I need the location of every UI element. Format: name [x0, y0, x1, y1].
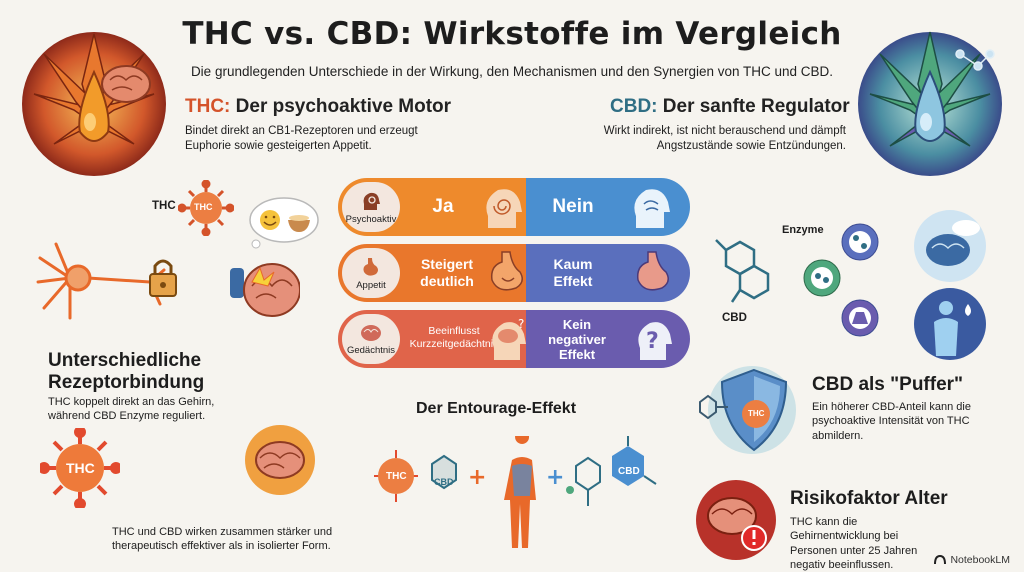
svg-text:+: +	[546, 465, 564, 490]
comparison-row-psychoaktiv: Psychoaktiv Ja Nein	[338, 178, 690, 236]
enzyme-label: Enzyme	[782, 224, 824, 236]
receptor-heading: Unterschiedliche Rezeptorbindung	[48, 350, 205, 393]
warning-brain-icon	[694, 478, 778, 562]
calm-head-icon	[628, 184, 672, 235]
thc-heading: THC: Der psychoaktive Motor	[185, 96, 451, 118]
question-mark-head-icon: ?	[634, 318, 678, 367]
entourage-thc-label: THC	[386, 471, 407, 482]
thc-virus-text: THC	[194, 202, 213, 212]
neutral-stomach-icon	[634, 250, 674, 301]
shield-thc-label: THC	[748, 409, 765, 418]
thc-virus-icon	[177, 179, 235, 237]
thc-cannabis-emblem	[14, 14, 174, 184]
thc-large-virus-icon	[38, 426, 122, 510]
row-label-gedaechtnis: Gedächtnis	[346, 344, 396, 356]
happy-stomach-icon	[488, 250, 528, 301]
notebooklm-badge: NotebookLM	[934, 554, 1010, 566]
puffer-heading: CBD als "Puffer"	[812, 374, 964, 395]
entourage-heading: Der Entourage-Effekt	[416, 400, 577, 417]
notebooklm-logo-icon	[934, 555, 947, 565]
cbd-heading-accent: CBD:	[610, 96, 658, 117]
receptor-text: THC koppelt direkt an das Gehirn, währen…	[48, 396, 215, 423]
thc-value-gedaechtnis: Beeinflusst Kurzzeitgedächtnis	[409, 325, 499, 351]
comparison-row-appetit: Appetit Steigert deutlich Kaum Effekt	[338, 244, 690, 302]
risk-heading: Risikofaktor Alter	[790, 488, 948, 509]
comparison-row-gedaechtnis: Gedächtnis Beeinflusst Kurzzeitgedächtni…	[338, 310, 690, 368]
thc-heading-rest: Der psychoaktive Motor	[230, 96, 452, 117]
question-head-icon: ?	[488, 317, 528, 367]
svg-text:+: +	[468, 465, 486, 490]
row-label-appetit: Appetit	[356, 279, 386, 291]
brain-small-icon: Gedächtnis	[342, 314, 400, 364]
puffer-text: Ein höherer CBD-Anteil kann die psychoak…	[812, 401, 971, 442]
svg-text:?: ?	[518, 318, 524, 331]
cbd-description: Wirkt indirekt, ist nicht berauschend un…	[603, 125, 846, 152]
orange-brain-icon	[244, 424, 316, 496]
brain-cloud-icon	[912, 208, 988, 284]
entourage-illustration: + +	[372, 430, 672, 556]
page-title: THC vs. CBD: Wirkstoffe im Vergleich	[182, 16, 842, 52]
neuron-lock-illustration	[30, 238, 301, 328]
cbd-molecule-label: CBD	[722, 312, 747, 324]
cbd-molecule-icon	[706, 236, 776, 306]
body-droplet-icon	[912, 286, 988, 362]
stomach-icon: Appetit	[342, 248, 400, 298]
entourage-cbd2-label: CBD	[618, 466, 640, 477]
thc-molecule-label: THC	[152, 200, 176, 212]
row-label-psychoaktiv: Psychoaktiv	[345, 213, 397, 225]
cbd-value-appetit: Kaum Effekt	[553, 256, 593, 289]
cbd-heading: CBD: Der sanfte Regulator	[610, 96, 850, 118]
thc-heading-accent: THC:	[185, 96, 231, 117]
svg-text:?: ?	[646, 329, 659, 354]
entourage-text: THC und CBD wirken zusammen stärker und …	[112, 526, 333, 553]
cbd-value-psychoaktiv: Nein	[552, 196, 594, 217]
thc-large-virus-text: THC	[66, 460, 95, 476]
page-subtitle: Die grundlegenden Unterschiede in der Wi…	[190, 64, 834, 79]
thc-value-appetit: Steigert deutlich	[420, 256, 474, 289]
entourage-cbd-label: CBD	[434, 477, 454, 487]
cbd-cannabis-emblem	[850, 14, 1010, 184]
cbd-heading-rest: Der sanfte Regulator	[657, 96, 850, 117]
cbd-value-gedaechtnis: Kein negativer Effekt	[548, 317, 606, 362]
thc-value-psychoaktiv: Ja	[432, 196, 454, 217]
footer-brand: NotebookLM	[950, 554, 1010, 566]
spiral-head-icon	[480, 184, 524, 235]
shield-icon	[694, 362, 804, 458]
head-spiral-icon: Psychoaktiv	[342, 182, 400, 232]
enzyme-gears-icon	[800, 218, 900, 348]
thc-description: Bindet direkt an CB1-Rezeptoren und erze…	[185, 125, 418, 152]
risk-text: THC kann die Gehirnentwicklung bei Perso…	[790, 516, 918, 571]
thought-bubble-icon	[244, 196, 320, 250]
